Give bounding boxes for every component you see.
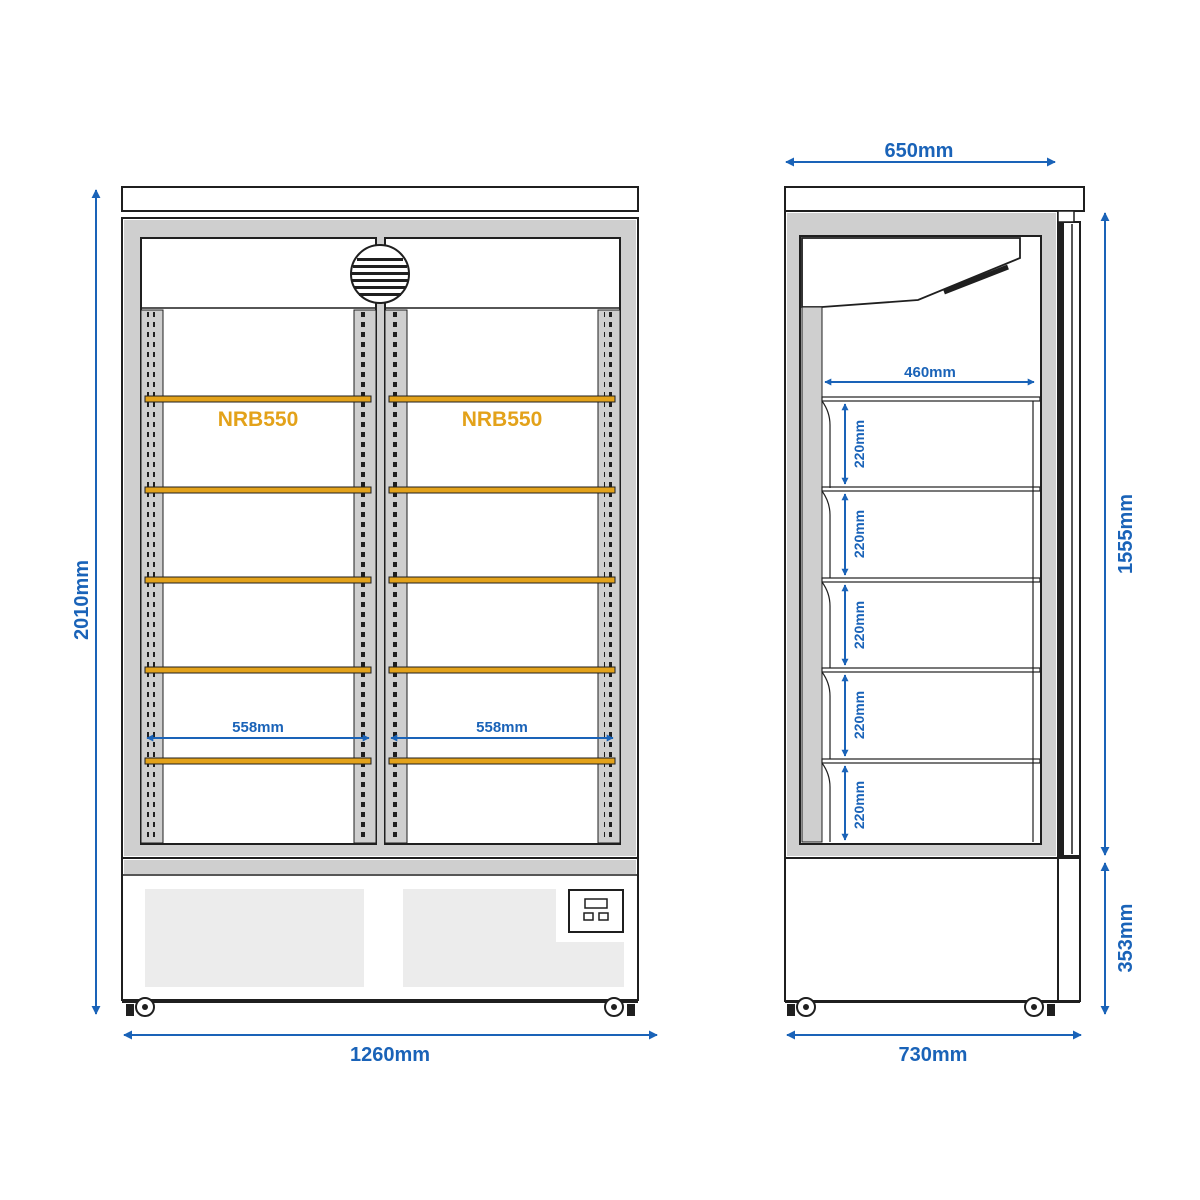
right-door-glass xyxy=(384,237,621,845)
shelf-spacing-label: 220mm xyxy=(851,420,867,468)
model-label-right: NRB550 xyxy=(462,408,543,431)
shelf-spacing-dims: 220mm 220mm 220mm 220mm 220mm xyxy=(841,403,867,841)
front-view: NRB550 NRB550 558mm 558mm xyxy=(71,186,658,1066)
total-depth-label: 730mm xyxy=(899,1044,968,1066)
top-depth-label: 650mm xyxy=(885,140,954,162)
shelf-width-label-left: 558mm xyxy=(232,719,284,736)
side-window xyxy=(799,235,1042,845)
shelf xyxy=(144,666,372,674)
shelf xyxy=(144,395,372,403)
side-view: 650mm 460m xyxy=(784,140,1137,1066)
shelf xyxy=(388,576,616,584)
shelf xyxy=(388,757,616,765)
shelf-spacing-label: 220mm xyxy=(851,691,867,739)
side-shelves xyxy=(821,396,1041,842)
control-panel-icon xyxy=(568,889,624,933)
base-height-label: 353mm xyxy=(1115,904,1137,973)
total-height-label: 2010mm xyxy=(71,560,93,640)
side-casters xyxy=(785,997,1080,1017)
left-door-glass xyxy=(140,237,377,845)
shelf xyxy=(144,757,372,765)
shelf xyxy=(144,486,372,494)
shelf-spacing-label: 220mm xyxy=(851,601,867,649)
side-shelf xyxy=(821,486,1041,492)
shelf-spacing-label: 220mm xyxy=(851,781,867,829)
fan-grille-icon xyxy=(350,244,410,304)
shelf xyxy=(388,666,616,674)
side-base xyxy=(1057,857,1081,1002)
base-vent-left xyxy=(145,889,364,987)
shelf xyxy=(144,576,372,584)
base-vent-right xyxy=(403,889,624,987)
cabinet-height-label: 1555mm xyxy=(1115,494,1137,574)
model-label-left: NRB550 xyxy=(218,408,299,431)
shelf-depth-label: 460mm xyxy=(904,364,956,381)
front-top-cap xyxy=(121,186,639,212)
front-casters xyxy=(122,997,638,1017)
side-top-cap xyxy=(784,186,1085,212)
shelf-width-label-right: 558mm xyxy=(476,719,528,736)
side-shelf xyxy=(821,758,1041,764)
side-shelf xyxy=(821,577,1041,583)
shelf xyxy=(388,395,616,403)
total-width-label: 1260mm xyxy=(350,1044,430,1066)
shelf xyxy=(388,486,616,494)
side-shelf xyxy=(821,396,1041,402)
shelf-spacing-label: 220mm xyxy=(851,510,867,558)
front-shelves xyxy=(144,395,616,765)
side-shelf xyxy=(821,667,1041,673)
